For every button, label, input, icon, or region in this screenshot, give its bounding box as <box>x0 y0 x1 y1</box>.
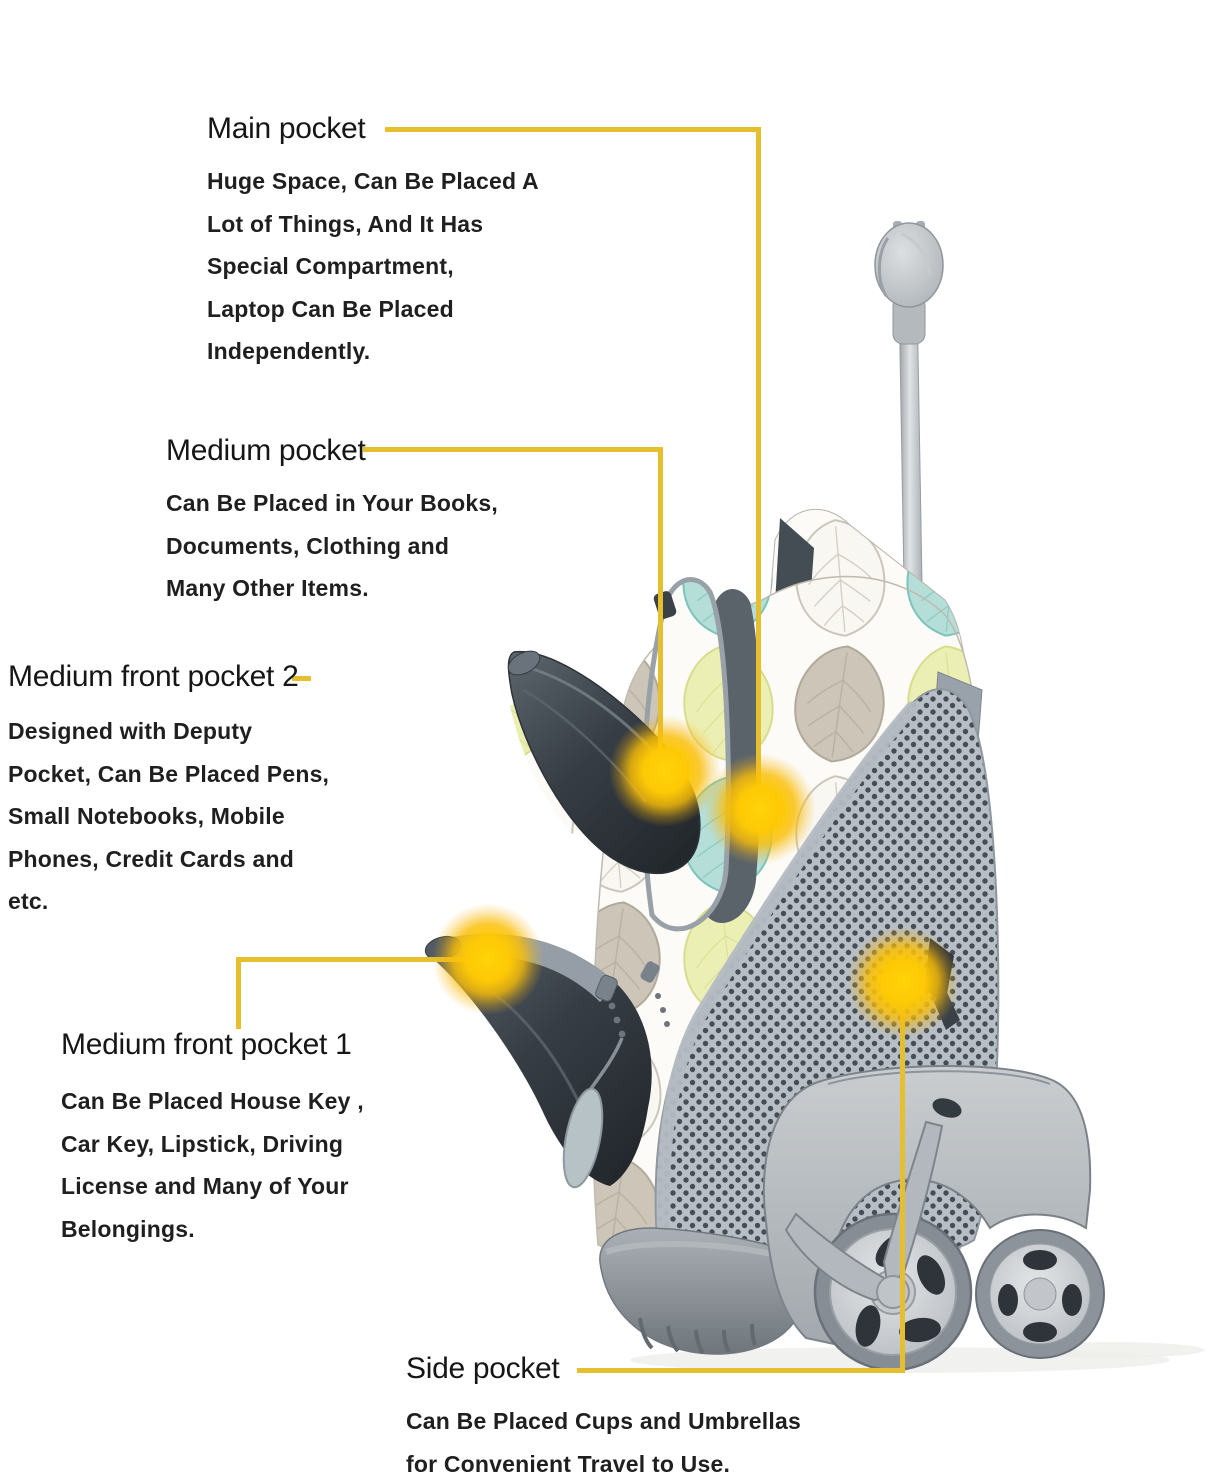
callout-dash-medium-front-pocket-2 <box>292 676 311 681</box>
callout-main-pocket: Main pocket Huge Space, Can Be Placed A … <box>207 110 539 373</box>
wheel-assembly <box>762 1065 1105 1372</box>
callout-title: Side pocket <box>406 1352 560 1385</box>
callout-text-line: Lot of Things, And It Has <box>207 210 484 237</box>
callout-line-side-pocket-horizontal <box>577 1368 905 1373</box>
callout-side-pocket: Side pocket Can Be Placed Cups and Umbre… <box>406 1350 801 1482</box>
callout-text-line: Documents, Clothing and <box>166 532 450 559</box>
callout-medium-front-pocket-1: Medium front pocket 1 Can Be Placed Hous… <box>61 1026 364 1250</box>
callout-line-main-pocket-horizontal <box>385 127 759 132</box>
zipper-pulls <box>562 961 670 1189</box>
bottom-bumper <box>599 1227 807 1355</box>
callout-line-main-pocket-vertical <box>756 127 761 809</box>
callout-text-line: Many Other Items. <box>166 575 369 602</box>
callout-text-line: License and Many of Your <box>61 1173 349 1200</box>
callout-title: Medium pocket <box>166 434 366 467</box>
callout-title: Medium front pocket 2 <box>8 660 299 693</box>
far-wheel <box>975 1229 1105 1359</box>
telescoping-handle <box>874 221 944 661</box>
callout-text-line: Laptop Can Be Placed <box>207 295 454 322</box>
callout-line-medium-front-pocket-1-horizontal <box>236 957 489 962</box>
callout-body: Can Be Placed House Key , Car Key, Lipst… <box>61 1080 364 1250</box>
callout-line-side-pocket-vertical <box>900 982 905 1372</box>
callout-title: Medium front pocket 1 <box>61 1028 352 1061</box>
callout-text-line: Designed with Deputy <box>8 718 253 744</box>
callout-title: Main pocket <box>207 112 366 145</box>
callout-text-line: Huge Space, Can Be Placed A <box>207 168 539 194</box>
callout-text-line: Belongings. <box>61 1215 195 1242</box>
callout-line-medium-pocket-vertical <box>658 447 663 772</box>
callout-text-line: Can Be Placed Cups and Umbrellas <box>406 1408 801 1434</box>
callout-medium-pocket: Medium pocket Can Be Placed in Your Book… <box>166 432 498 610</box>
callout-body: Can Be Placed Cups and Umbrellas for Con… <box>406 1400 801 1482</box>
callout-text-line: Can Be Placed House Key , <box>61 1088 364 1114</box>
callout-body: Huge Space, Can Be Placed A Lot of Thing… <box>207 160 539 373</box>
callout-line-medium-front-pocket-1-vertical <box>236 957 241 1029</box>
callout-text-line: Independently. <box>207 338 371 365</box>
callout-text-line: Special Compartment, <box>207 253 454 280</box>
callout-text-line: Pocket, Can Be Placed Pens, <box>8 760 330 787</box>
callout-text-line: Small Notebooks, Mobile <box>8 803 285 830</box>
callout-text-line: for Convenient Travel to Use. <box>406 1450 731 1477</box>
callout-text-line: etc. <box>8 888 49 915</box>
callout-medium-front-pocket-2: Medium front pocket 2 Designed with Depu… <box>8 658 338 923</box>
callout-line-medium-pocket-horizontal <box>363 447 661 452</box>
callout-body: Can Be Placed in Your Books, Documents, … <box>166 482 498 610</box>
callout-text-line: Phones, Credit Cards and <box>8 845 294 872</box>
callout-text-line: Can Be Placed in Your Books, <box>166 490 498 516</box>
callout-body: Designed with Deputy Pocket, Can Be Plac… <box>8 710 338 923</box>
callout-text-line: Car Key, Lipstick, Driving <box>61 1130 344 1157</box>
